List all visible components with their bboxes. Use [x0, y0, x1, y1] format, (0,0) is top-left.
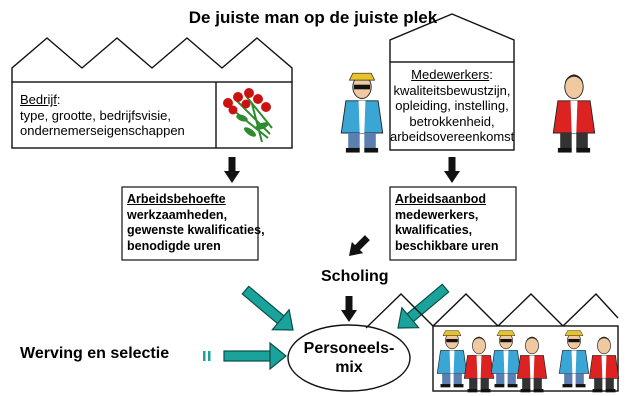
arbeidsaanbod-line-2: kwalificaties,	[395, 223, 473, 237]
bedrijf-line-2: ondernemerseigenschappen	[20, 123, 185, 138]
medewerkers-heading-line: Medewerkers:	[390, 67, 514, 83]
werving-label: Werving en selectie	[20, 345, 170, 362]
arbeidsbehoefte-line-3: benodigde uren	[127, 238, 221, 253]
bedrijf-text: Bedrijf: type, grootte, bedrijfsvisie, o…	[20, 92, 185, 139]
bedrijf-heading: Bedrijf	[20, 92, 57, 107]
medewerkers-line-3: betrokkenheid,	[409, 113, 495, 129]
arbeidsbehoefte-heading: Arbeidsbehoefte	[127, 192, 226, 206]
arrow-medewerkers-to-aanbod	[444, 157, 460, 183]
medewerkers-line-1: kwaliteitsbewustzijn,	[393, 82, 511, 98]
arrow-bedrijf-to-behoefte	[224, 157, 240, 183]
arrow-scholing-to-mix	[341, 296, 357, 322]
arbeidsaanbod-box	[389, 186, 517, 261]
bedrijf-heading-line: Bedrijf:	[20, 92, 60, 107]
bedrijf-suffix: :	[56, 92, 61, 107]
arbeidsbehoefte-text: Arbeidsbehoefte werkzaamheden, gewenste …	[127, 192, 265, 254]
medewerkers-text: Medewerkers: kwaliteitsbewustzijn, oplei…	[390, 67, 514, 145]
arbeidsaanbod-line-3: beschikbare uren	[395, 238, 499, 253]
arbeidsbehoefte-box	[121, 186, 259, 261]
teal-arrow-behoefte-to-mix	[236, 279, 302, 341]
page-title: De juiste man op de juiste plek	[188, 8, 438, 27]
arbeidsbehoefte-line-1: werkzaamheden,	[127, 207, 228, 222]
arbeidsbehoefte-line-2: gewenste kwalificaties,	[127, 223, 265, 237]
arbeidsaanbod-line-1: medewerkers,	[395, 207, 479, 222]
scholing-label: Scholing	[321, 268, 389, 285]
arbeidsaanbod-text: Arbeidsaanbod medewerkers, kwalificaties…	[395, 192, 499, 254]
personeelsmix-label: Personeels- mix	[288, 339, 410, 377]
bedrijf-line-1: type, grootte, bedrijfsvisie,	[20, 107, 172, 123]
person-blue-jacket-icon	[340, 72, 384, 154]
arbeidsaanbod-heading: Arbeidsaanbod	[395, 192, 486, 206]
medewerkers-heading: Medewerkers	[411, 67, 490, 82]
medewerkers-suffix: :	[489, 67, 493, 82]
medewerkers-house-frame	[389, 13, 515, 151]
person-red-jacket-icon	[552, 73, 596, 154]
arrow-aanbod-to-scholing	[343, 231, 374, 262]
roses-icon	[223, 88, 273, 143]
personeelsmix-ellipse	[287, 324, 411, 392]
teal-arrow-werving-to-mix	[203, 342, 287, 370]
medewerkers-line-2: opleiding, instelling,	[395, 98, 509, 113]
personeelsmix-line-2: mix	[335, 359, 363, 376]
personeelsmix-line-1: Personeels-	[303, 340, 395, 357]
medewerkers-line-4: arbeidsovereenkomst	[390, 129, 515, 144]
